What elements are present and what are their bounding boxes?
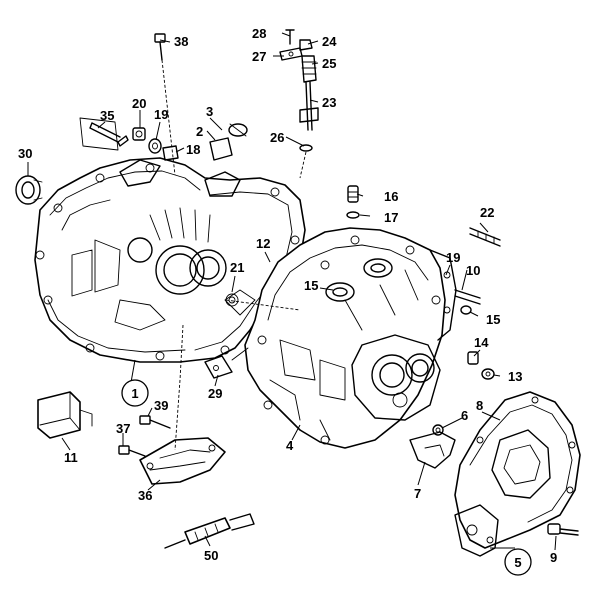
callout-13: 13	[508, 369, 522, 384]
callout-15-left: 15	[304, 278, 318, 293]
callout-21: 21	[230, 260, 244, 275]
callout-37: 37	[116, 421, 130, 436]
callout-19-right: 19	[446, 250, 460, 265]
callout-24: 24	[322, 34, 337, 49]
callout-2: 2	[196, 124, 203, 139]
bolt-35	[79, 117, 129, 151]
cover-plate-36	[139, 437, 226, 485]
callout-20: 20	[132, 96, 146, 111]
callout-18: 18	[186, 142, 200, 157]
callout-23: 23	[322, 95, 336, 110]
callout-9: 9	[550, 550, 557, 565]
callout-39: 39	[154, 398, 168, 413]
parts-2-3	[209, 123, 248, 161]
leader-lines	[27, 32, 557, 551]
callout-19-left: 19	[154, 107, 168, 122]
parts-13-14	[467, 351, 495, 380]
gearbox-case	[244, 227, 457, 449]
grease-tube-50	[164, 513, 255, 549]
callout-50: 50	[204, 548, 218, 563]
callout-36: 36	[138, 488, 152, 503]
callout-7: 7	[414, 486, 421, 501]
parts-10-15	[454, 289, 481, 315]
block-11	[37, 391, 93, 439]
callout-30: 30	[18, 146, 32, 161]
stud-38	[154, 33, 176, 176]
callout-12: 12	[256, 236, 270, 251]
callout-14: 14	[474, 335, 489, 350]
callout-25: 25	[322, 56, 336, 71]
callout-labels: 1 2 3 4 5 6 7 8 9 10 11 12 13 14 15 15 1…	[18, 26, 557, 570]
bracket-29	[204, 347, 249, 379]
bolt-9	[547, 523, 579, 536]
callout-4: 4	[286, 438, 294, 453]
callout-22: 22	[480, 205, 494, 220]
callout-17: 17	[384, 210, 398, 225]
callout-28: 28	[252, 26, 266, 41]
callout-8: 8	[476, 398, 483, 413]
end-cover	[454, 391, 581, 557]
speedo-drive-parts	[279, 29, 319, 179]
plug-16-washer-17	[346, 185, 360, 219]
callout-15-right: 15	[486, 312, 500, 327]
clutch-housing	[34, 157, 306, 363]
bracket-6-7	[409, 424, 456, 469]
callout-1: 1	[131, 386, 138, 401]
stud-22	[469, 227, 501, 247]
callout-35: 35	[100, 108, 114, 123]
small-parts-18-20	[132, 127, 179, 161]
bolts-37-39	[118, 415, 171, 457]
callout-11: 11	[64, 450, 78, 465]
callout-10: 10	[466, 263, 480, 278]
callout-29: 29	[208, 386, 222, 401]
callout-5: 5	[514, 555, 521, 570]
callout-27: 27	[252, 49, 266, 64]
callout-ring-1	[121, 379, 149, 407]
callout-ring-5	[504, 548, 532, 576]
callout-6: 6	[461, 408, 468, 423]
callout-38: 38	[174, 34, 188, 49]
seal-30	[15, 175, 43, 205]
callout-26: 26	[270, 130, 284, 145]
callout-3: 3	[206, 104, 213, 119]
callout-16: 16	[384, 189, 398, 204]
